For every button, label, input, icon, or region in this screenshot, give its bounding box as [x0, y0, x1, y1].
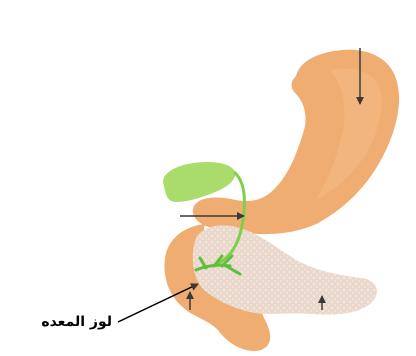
gallbladder: [163, 162, 235, 202]
pancreas-label: لوز المعده: [8, 314, 112, 330]
